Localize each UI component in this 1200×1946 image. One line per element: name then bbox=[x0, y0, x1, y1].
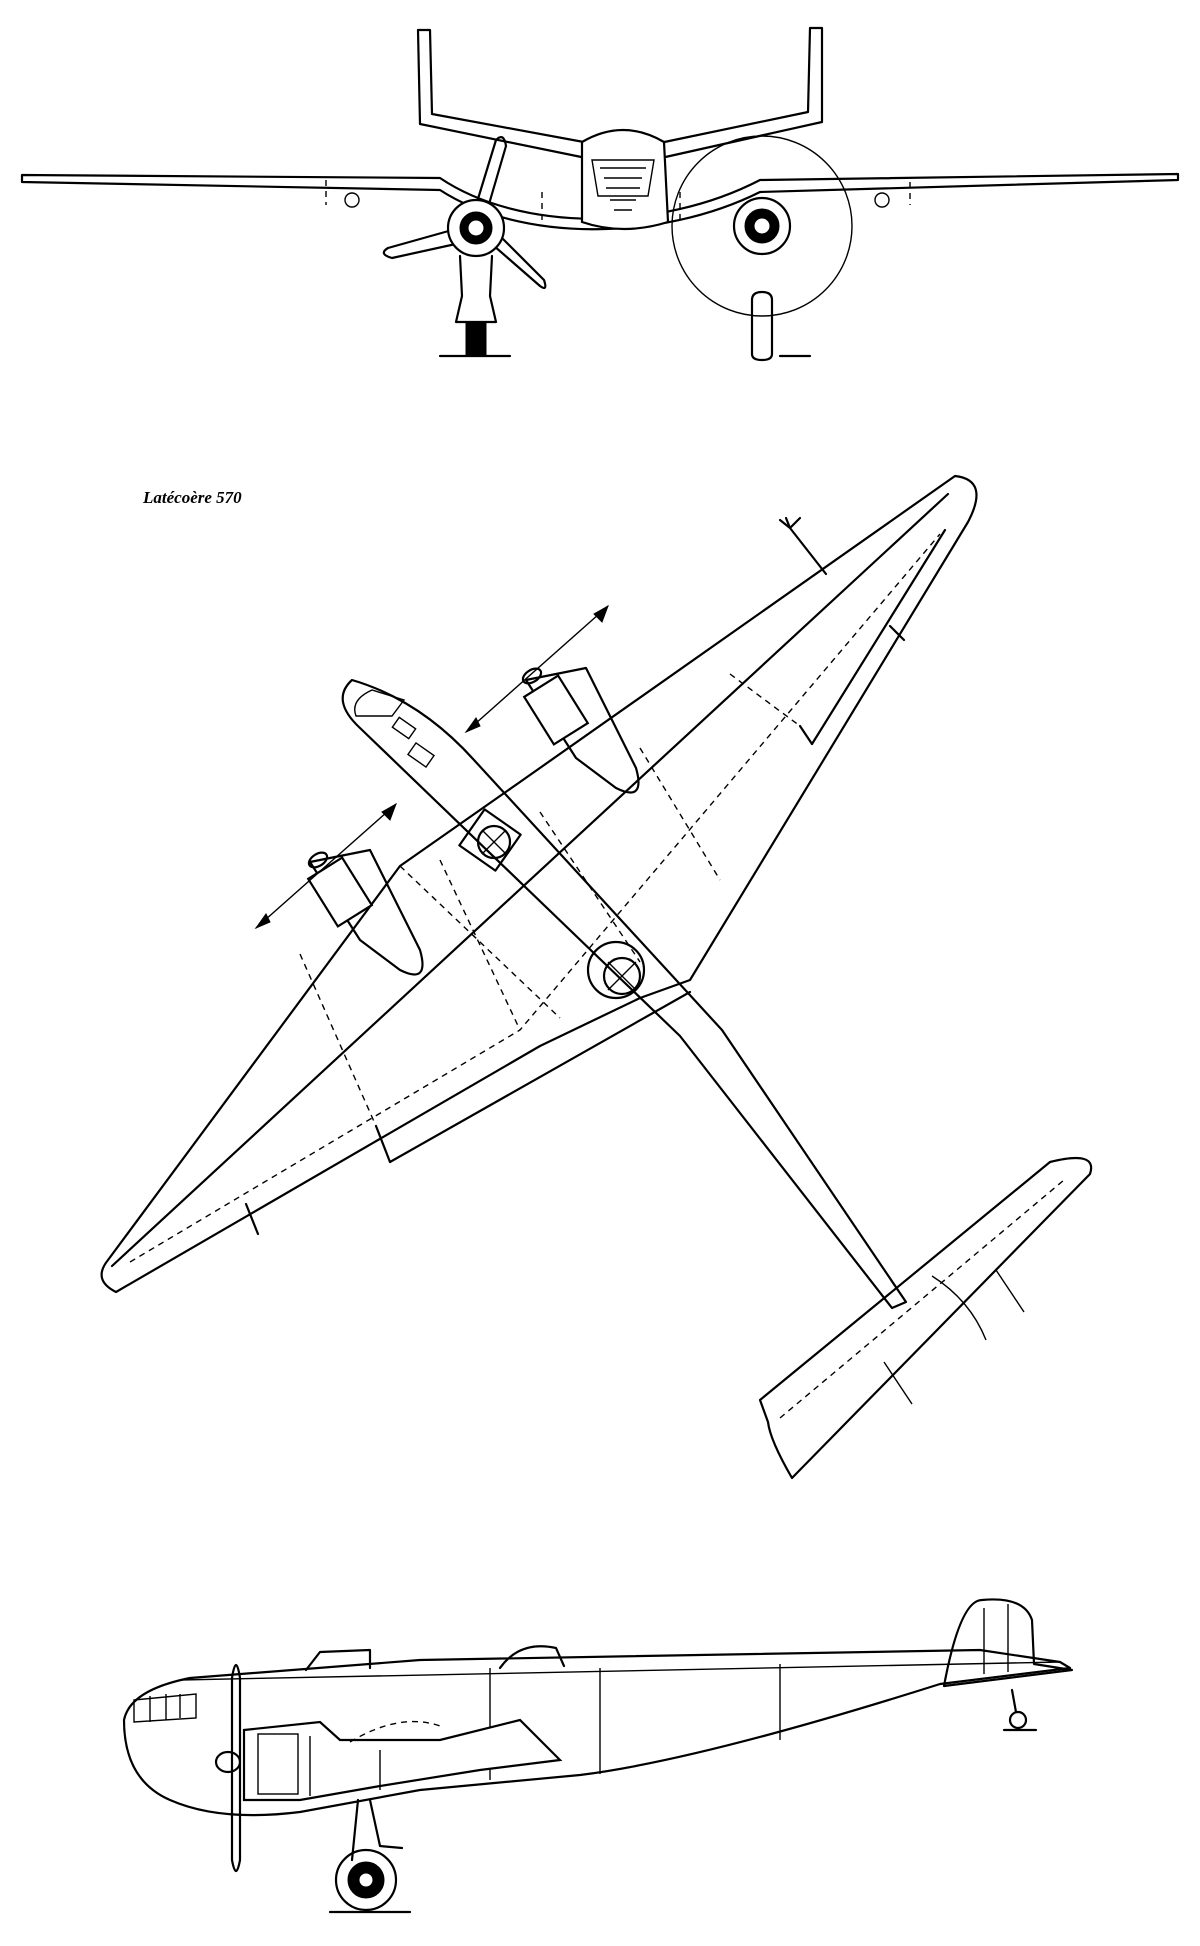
front-propeller-left bbox=[382, 136, 547, 290]
front-landing-gear-left bbox=[454, 254, 498, 324]
side-landing-gear bbox=[350, 1798, 404, 1862]
side-view bbox=[122, 1598, 1074, 1914]
side-tail-fin bbox=[942, 1598, 1074, 1688]
top-tailplane bbox=[758, 1156, 1093, 1480]
top-wing bbox=[100, 474, 978, 1294]
top-view bbox=[100, 474, 1093, 1480]
top-nacelle-right bbox=[464, 604, 640, 794]
side-main-wheel bbox=[334, 1848, 398, 1912]
top-aerial bbox=[778, 516, 828, 576]
side-nose-glazing bbox=[133, 1693, 197, 1723]
side-nacelle bbox=[242, 1718, 563, 1802]
side-cockpit bbox=[304, 1648, 372, 1672]
top-nacelle-left bbox=[254, 802, 424, 976]
front-landing-gear-right bbox=[750, 290, 774, 362]
front-view bbox=[20, 26, 1180, 362]
top-turret-rear bbox=[586, 940, 646, 1000]
top-turret-upper bbox=[458, 808, 522, 872]
top-propeller-axis-left bbox=[255, 803, 397, 929]
top-propeller-axis-right bbox=[465, 605, 609, 733]
front-propeller-disc-right bbox=[671, 135, 853, 317]
front-wing-marker-right bbox=[874, 192, 890, 208]
drawing-caption: Latécoère 570 bbox=[143, 488, 242, 507]
side-tail-wheel bbox=[1010, 1688, 1018, 1714]
side-propeller bbox=[230, 1663, 242, 1873]
front-wing-marker-left bbox=[344, 192, 360, 208]
front-wing bbox=[20, 172, 1180, 231]
front-fuselage bbox=[580, 128, 670, 231]
side-fuselage bbox=[122, 1648, 1072, 1817]
